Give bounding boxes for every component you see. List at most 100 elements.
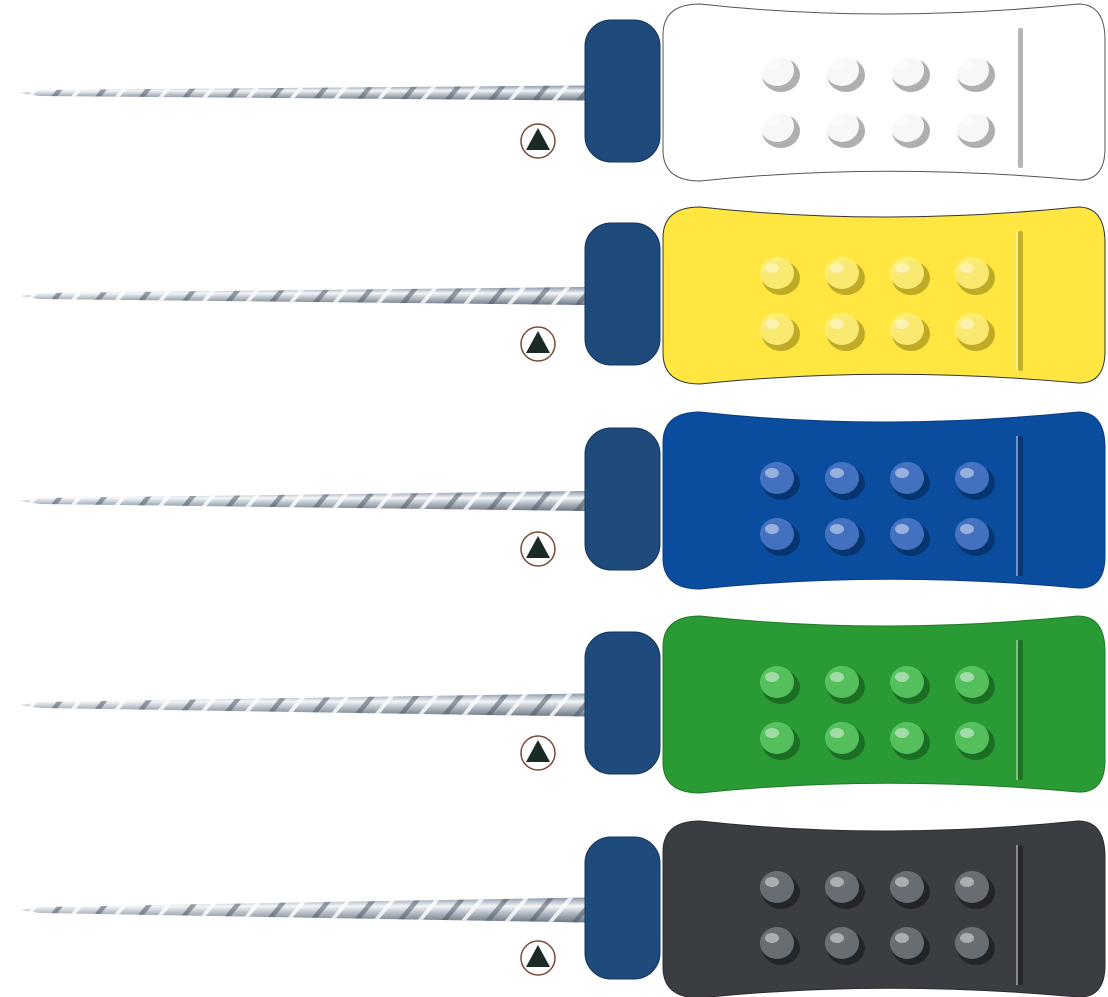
grip-dot-highlight: [960, 877, 974, 887]
grip-dot-highlight: [895, 263, 909, 273]
grip-dot: [760, 110, 794, 142]
grip-dot: [955, 927, 989, 959]
grip-dot-highlight: [765, 319, 779, 329]
grip-dot-highlight: [765, 728, 779, 738]
grip-dot-highlight: [895, 672, 909, 682]
grip-dot-highlight: [830, 933, 844, 943]
handle: [662, 820, 1106, 997]
collar: [584, 631, 661, 775]
handle-ridge: [1018, 845, 1023, 985]
grip-dot: [955, 666, 989, 698]
grip-dot: [955, 462, 989, 494]
grip-dot-highlight: [895, 877, 909, 887]
grip-dot: [825, 257, 859, 289]
handle-ridge-highlight: [1016, 28, 1018, 168]
handle: [662, 411, 1106, 590]
triangle-cross-section-icon: [520, 940, 556, 976]
grip-dots: [760, 54, 995, 148]
grip-dot: [760, 54, 794, 86]
grip-dot-highlight: [895, 728, 909, 738]
handle-ridge-highlight: [1016, 231, 1018, 371]
grip-dot: [890, 927, 924, 959]
handle: [662, 615, 1106, 794]
grip-dots: [760, 462, 995, 556]
triangle-cross-section-icon: [520, 123, 556, 159]
grip-dot-highlight: [895, 60, 909, 70]
grip-dot: [890, 462, 924, 494]
grip-dot: [955, 518, 989, 550]
grip-dot-highlight: [765, 524, 779, 534]
file-spiral-flutes: [20, 287, 585, 305]
grip-dot: [760, 927, 794, 959]
grip-dot: [760, 722, 794, 754]
grip-dot: [890, 871, 924, 903]
grip-dot-highlight: [765, 933, 779, 943]
grip-dot: [760, 313, 794, 345]
grip-dot-highlight: [830, 263, 844, 273]
grip-dot-highlight: [895, 933, 909, 943]
handle: [662, 3, 1106, 182]
grip-dot-highlight: [895, 524, 909, 534]
grip-dot: [760, 666, 794, 698]
grip-dot-highlight: [895, 116, 909, 126]
grip-dot-highlight: [830, 60, 844, 70]
grip-dot-highlight: [765, 877, 779, 887]
grip-dot: [825, 462, 859, 494]
file-5: [20, 820, 1106, 997]
grip-dot: [955, 871, 989, 903]
grip-dot-highlight: [960, 933, 974, 943]
collar: [584, 836, 661, 980]
grip-dot: [825, 518, 859, 550]
grip-dot: [955, 257, 989, 289]
grip-dot-highlight: [765, 672, 779, 682]
grip-dot: [890, 110, 924, 142]
grip-dot-highlight: [765, 468, 779, 478]
grip-dot-highlight: [960, 524, 974, 534]
grip-dot-highlight: [830, 728, 844, 738]
grip-dots: [760, 257, 995, 351]
file-1: [20, 3, 1106, 182]
grip-dot: [825, 927, 859, 959]
collar: [584, 427, 661, 571]
grip-dots: [760, 666, 995, 760]
grip-dot-highlight: [830, 468, 844, 478]
grip-dot: [890, 518, 924, 550]
grip-dot: [890, 313, 924, 345]
triangle-cross-section-icon: [520, 531, 556, 567]
grip-dot: [955, 313, 989, 345]
triangle-cross-section-icon: [520, 326, 556, 362]
handle-ridge: [1018, 28, 1023, 168]
file-spiral-flutes: [20, 693, 585, 717]
grip-dot: [890, 54, 924, 86]
grip-dot-highlight: [960, 263, 974, 273]
file-spiral-flutes: [20, 491, 585, 511]
file-2: [20, 206, 1106, 385]
grip-dot: [825, 54, 859, 86]
grip-dots: [760, 871, 995, 965]
file-3: [20, 411, 1106, 590]
grip-dot: [890, 666, 924, 698]
grip-dot: [890, 722, 924, 754]
handle-ridge: [1018, 436, 1023, 576]
handle: [662, 206, 1106, 385]
grip-dot-highlight: [960, 116, 974, 126]
handle-ridge-highlight: [1016, 845, 1018, 985]
grip-dot: [825, 666, 859, 698]
file-spiral-flutes: [20, 85, 585, 101]
grip-dot: [955, 722, 989, 754]
collar: [584, 222, 661, 366]
file-spiral-flutes: [20, 897, 585, 923]
collar: [584, 19, 661, 163]
grip-dot: [760, 871, 794, 903]
grip-dot-highlight: [960, 319, 974, 329]
grip-dot-highlight: [765, 116, 779, 126]
grip-dot-highlight: [830, 877, 844, 887]
grip-dot-highlight: [960, 60, 974, 70]
grip-dot-highlight: [830, 116, 844, 126]
grip-dot: [760, 462, 794, 494]
grip-dot-highlight: [960, 728, 974, 738]
grip-dot: [825, 722, 859, 754]
grip-dot: [825, 871, 859, 903]
